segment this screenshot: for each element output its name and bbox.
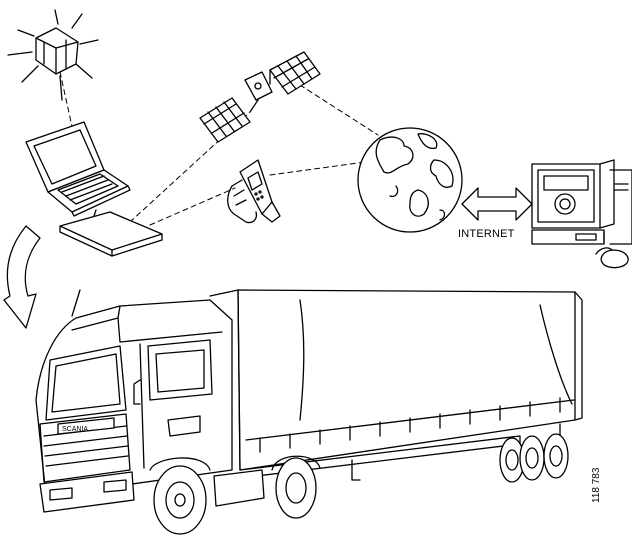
desktop-computer-icon xyxy=(532,160,632,244)
mobile-phone-icon xyxy=(228,160,280,223)
truck-icon: SCANIA xyxy=(36,290,582,534)
internet-label: INTERNET xyxy=(458,228,515,240)
globe-icon xyxy=(358,128,462,232)
download-arrow-icon xyxy=(4,226,40,328)
communication-links xyxy=(60,72,380,225)
truck-brand-text: SCANIA xyxy=(62,426,88,433)
modem-icon xyxy=(60,212,162,256)
gps-satellite-icon xyxy=(8,10,98,100)
laptop-icon xyxy=(26,122,130,216)
internet-arrow-icon xyxy=(462,188,532,220)
communication-satellite-icon xyxy=(200,52,320,142)
mouse-icon xyxy=(596,248,628,268)
figure-number-label: 118 783 xyxy=(591,468,602,503)
